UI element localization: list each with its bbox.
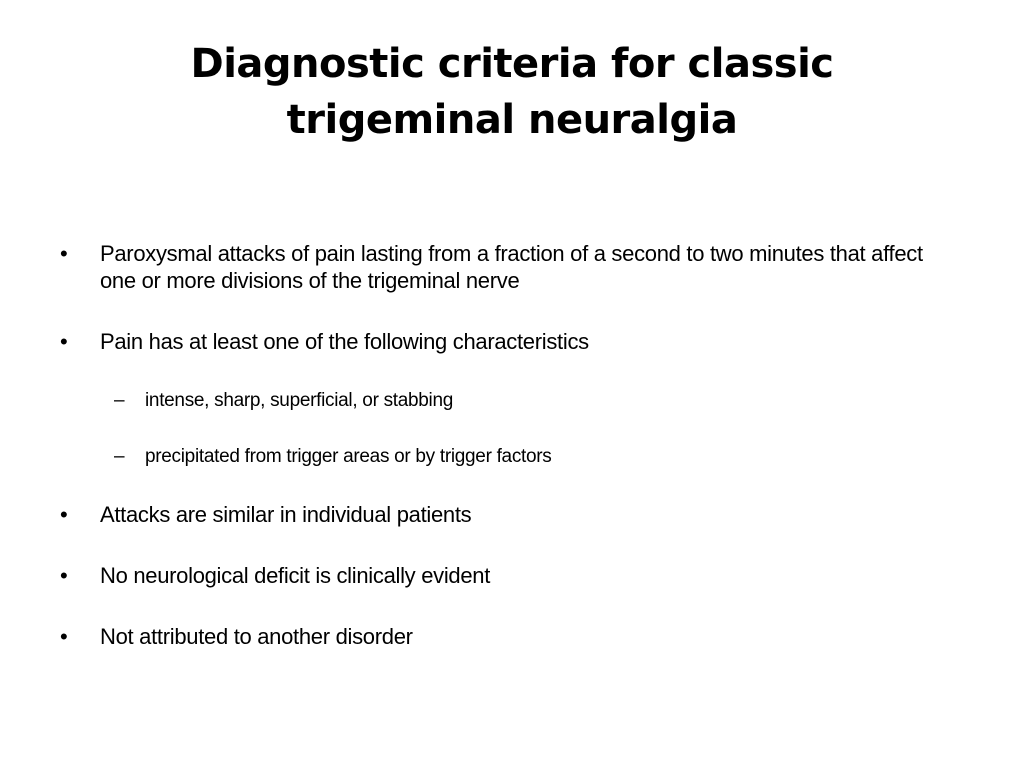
list-item-text: Not attributed to another disorder: [100, 624, 413, 649]
list-item: • Paroxysmal attacks of pain lasting fro…: [56, 240, 956, 294]
sub-list-item: – precipitated from trigger areas or by …: [56, 445, 956, 469]
sub-list-item: – intense, sharp, superficial, or stabbi…: [56, 389, 956, 413]
bullet-icon: •: [60, 563, 68, 588]
slide-title: Diagnostic criteria for classic trigemin…: [80, 36, 944, 148]
list-item: • No neurological deficit is clinically …: [56, 562, 956, 589]
list-item-text: Attacks are similar in individual patien…: [100, 502, 472, 527]
bullet-icon: •: [60, 502, 68, 527]
bullet-list: • Paroxysmal attacks of pain lasting fro…: [56, 240, 956, 684]
list-item: • Pain has at least one of the following…: [56, 328, 956, 355]
sub-list-item-text: intense, sharp, superficial, or stabbing: [145, 390, 454, 411]
list-item: • Attacks are similar in individual pati…: [56, 501, 956, 528]
list-item-text: No neurological deficit is clinically ev…: [100, 563, 491, 588]
dash-icon: –: [114, 390, 125, 411]
dash-icon: –: [114, 446, 125, 467]
bullet-icon: •: [60, 624, 68, 649]
list-item-text: Pain has at least one of the following c…: [100, 329, 589, 354]
slide-title-line: trigeminal neuralgia: [286, 97, 738, 143]
bullet-icon: •: [60, 329, 68, 354]
slide-title-line: Diagnostic criteria for classic: [190, 41, 834, 87]
sub-list-item-text: precipitated from trigger areas or by tr…: [145, 446, 552, 467]
list-item-text: Paroxysmal attacks of pain lasting from …: [100, 241, 923, 293]
list-item: • Not attributed to another disorder: [56, 623, 956, 650]
bullet-icon: •: [60, 241, 68, 266]
